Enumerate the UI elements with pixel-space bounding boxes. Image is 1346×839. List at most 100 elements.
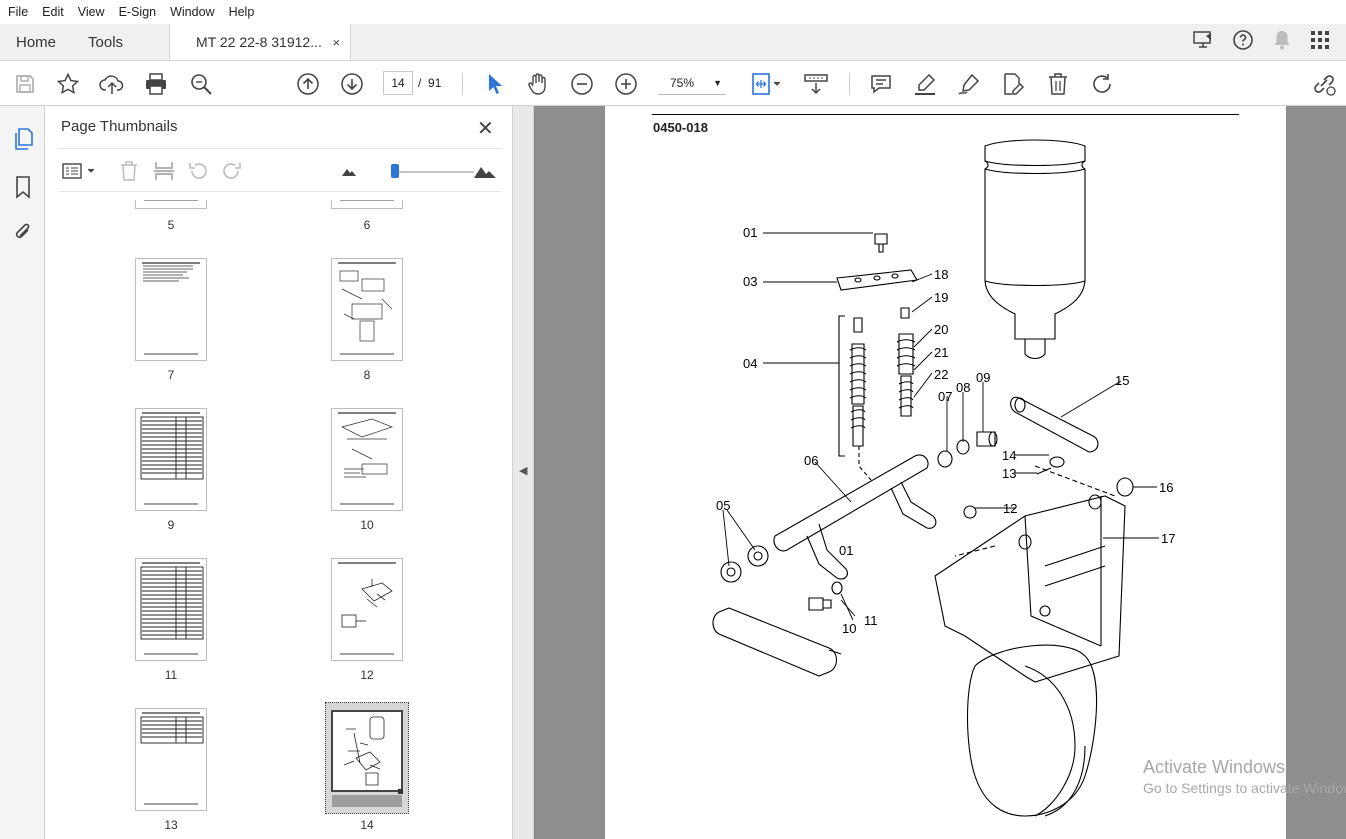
menu-window[interactable]: Window	[170, 5, 215, 19]
thumbnail-label: 10	[360, 518, 374, 532]
panel-title: Page Thumbnails	[61, 118, 178, 135]
thumbnail-label: 13	[164, 818, 178, 832]
apps-grid-icon[interactable]	[1310, 30, 1330, 55]
zoom-in-icon[interactable]	[613, 71, 639, 97]
small-mountain-icon	[341, 159, 357, 183]
help-icon[interactable]	[1232, 29, 1254, 56]
tab-document[interactable]: MT 22 22-8 31912... ×	[169, 24, 352, 60]
share-screen-icon[interactable]	[1192, 30, 1214, 55]
document-viewer: ◀ 0450-018	[512, 106, 1346, 839]
thumbnails-panel: Page Thumbnails ✕ 5	[45, 106, 552, 839]
save-icon[interactable]	[12, 71, 38, 97]
menu-file[interactable]: File	[8, 5, 29, 19]
callout-06: 06	[804, 453, 818, 468]
thumbnail-page-10[interactable]	[331, 408, 403, 511]
draw-icon[interactable]	[956, 71, 982, 97]
callout-08: 08	[956, 380, 970, 395]
callout-11: 11	[864, 613, 878, 628]
rotate-icon[interactable]	[1089, 71, 1115, 97]
thumbnail-page-6[interactable]	[331, 200, 403, 209]
callout-20: 20	[934, 322, 948, 337]
menu-help[interactable]: Help	[228, 5, 255, 19]
thumbnail-label: 11	[164, 668, 178, 682]
callout-07: 07	[938, 389, 952, 404]
tab-home[interactable]: Home	[16, 33, 57, 51]
page-number-input[interactable]: 14	[383, 71, 413, 95]
watermark-title: Activate Windows	[1143, 757, 1286, 777]
thumbnail-page-5[interactable]	[135, 200, 207, 209]
zoom-out-icon[interactable]	[569, 71, 595, 97]
attachments-icon[interactable]	[10, 219, 36, 245]
extract-page-icon[interactable]	[153, 159, 175, 183]
thumbnail-label: 12	[360, 668, 374, 682]
toolbar-divider	[849, 73, 850, 95]
thumbnail-options-icon[interactable]	[61, 159, 99, 183]
document-tab-title: MT 22 22-8 31912...	[196, 34, 322, 50]
chevron-down-icon: ▼	[713, 78, 722, 88]
thumbnail-page-7[interactable]	[135, 258, 207, 361]
page-thumbnails-icon[interactable]	[10, 126, 36, 152]
comment-icon[interactable]	[868, 71, 894, 97]
bookmark-star-icon[interactable]	[55, 71, 81, 97]
thumbnail-label: 9	[167, 518, 175, 532]
left-rail	[0, 106, 45, 839]
windows-activation-watermark: Activate Windows Go to Settings to activ…	[1143, 757, 1346, 796]
callout-09: 09	[976, 370, 990, 385]
callout-13: 13	[1002, 466, 1016, 481]
delete-page-icon[interactable]	[119, 159, 139, 183]
share-link-icon[interactable]	[1311, 71, 1337, 97]
close-icon[interactable]: ✕	[477, 118, 494, 140]
callout-15: 15	[1115, 373, 1129, 388]
slider-handle[interactable]	[391, 164, 399, 178]
zoom-value: 75%	[670, 76, 695, 90]
notification-bell-icon[interactable]	[1272, 29, 1292, 56]
tab-tools[interactable]: Tools	[88, 33, 124, 51]
zoom-select[interactable]: 75% ▼	[658, 71, 726, 95]
delete-icon[interactable]	[1045, 71, 1071, 97]
page-up-icon[interactable]	[295, 71, 321, 97]
collapse-arrow-icon[interactable]: ◀	[519, 465, 528, 477]
fit-page-icon[interactable]	[748, 71, 784, 97]
scroll-mode-icon[interactable]	[803, 71, 829, 97]
select-arrow-icon[interactable]	[481, 71, 507, 97]
thumbnail-page-9[interactable]	[135, 408, 207, 511]
tab-bar: Home Tools MT 22 22-8 31912... ×	[0, 24, 1346, 61]
hand-icon[interactable]	[525, 71, 551, 97]
callout-18: 18	[934, 267, 948, 282]
main-toolbar: 14 / 91 75% ▼	[0, 61, 1346, 106]
thumbnail-page-11[interactable]	[135, 558, 207, 661]
print-icon[interactable]	[143, 71, 169, 97]
header-rule	[652, 114, 1239, 115]
menu-esign[interactable]: E-Sign	[118, 5, 157, 19]
menu-view[interactable]: View	[77, 5, 105, 19]
edit-pdf-icon[interactable]	[1000, 71, 1026, 97]
thumbnail-page-12[interactable]	[331, 558, 403, 661]
thumbnail-list: 5 6 7 8 9 10 11 12	[59, 200, 491, 839]
menu-edit[interactable]: Edit	[42, 5, 64, 19]
bookmarks-icon[interactable]	[10, 174, 36, 200]
rotate-left-icon[interactable]	[187, 159, 209, 183]
close-tab-icon[interactable]: ×	[332, 34, 341, 50]
rotate-right-icon[interactable]	[221, 159, 243, 183]
thumbnail-label: 6	[363, 218, 371, 232]
drawing-code: 0450-018	[653, 120, 708, 135]
callout-14: 14	[1002, 448, 1016, 463]
total-pages: 91	[428, 76, 442, 90]
upload-icon[interactable]	[99, 71, 125, 97]
thumbnail-size-slider[interactable]	[391, 164, 474, 178]
callout-19: 19	[934, 290, 948, 305]
panel-collapse-strip[interactable]: ◀	[512, 106, 534, 839]
thumbnail-toolbar	[59, 148, 501, 192]
large-mountain-icon	[473, 159, 497, 183]
tabbar-right-icons	[1192, 24, 1346, 60]
thumbnail-page-13[interactable]	[135, 708, 207, 811]
exploded-parts-diagram: 01 03 04 18 19 20 21 22 07 08 09 15 06 1…	[712, 139, 1175, 817]
thumbnail-label: 14	[360, 818, 374, 832]
page-down-icon[interactable]	[339, 71, 365, 97]
search-zoom-icon[interactable]	[188, 71, 214, 97]
callout-01: 01	[743, 225, 757, 240]
thumbnail-page-14-selected[interactable]	[325, 702, 409, 814]
thumbnail-page-8[interactable]	[331, 258, 403, 361]
highlight-icon[interactable]	[912, 71, 938, 97]
watermark-subtitle: Go to Settings to activate Windows.	[1143, 780, 1346, 796]
